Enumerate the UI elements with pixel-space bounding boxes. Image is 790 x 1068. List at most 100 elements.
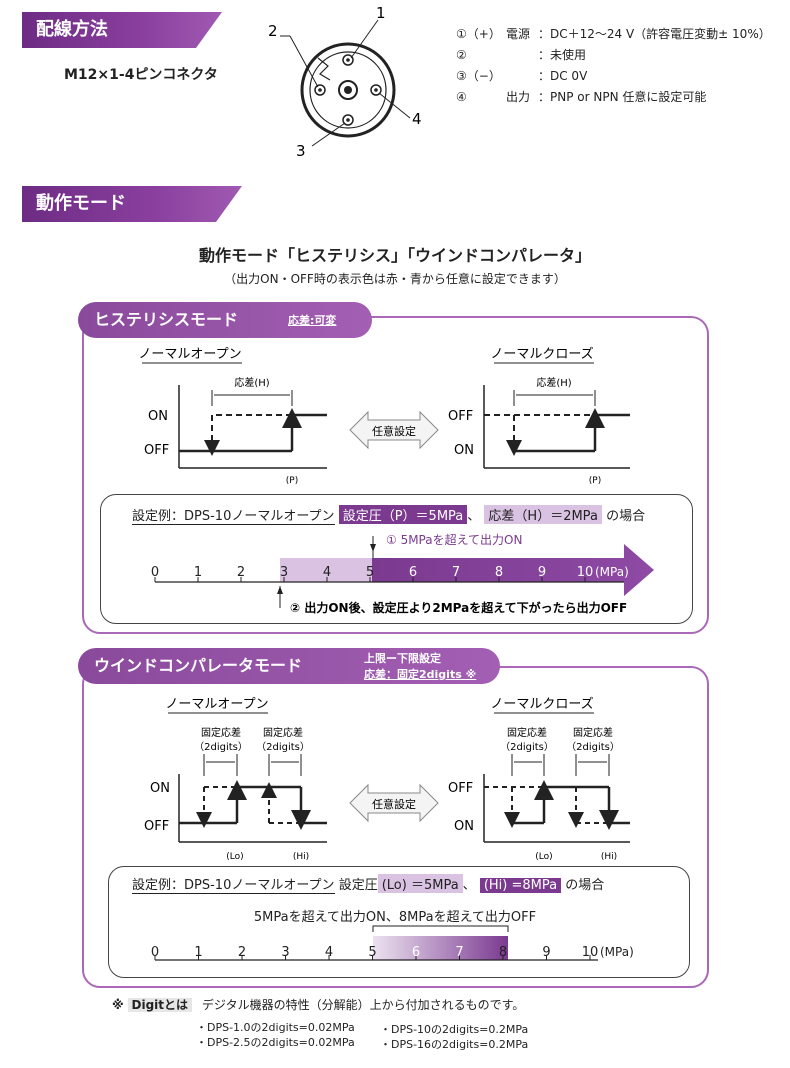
hysteresis-diagrams: ノーマルオープン ON OFF 応差(H) (P) 任意設定 ノーマルクローズ … [138,346,630,486]
pin-1-hole [342,54,354,66]
scale-label: 9 [538,565,546,580]
win-example-prefix: 設定例：DPS-10ノーマルオープン [132,878,335,894]
scale-label: 3 [280,565,288,580]
win-nc-lo: (Lo) [535,852,552,862]
footnote-mark: ※ [112,998,124,1012]
win-no-fixed-2-unit: （2digits） [256,741,310,753]
scale-label: 6 [412,945,420,960]
hysteresis-example-box [100,494,693,624]
pin-label-3: 3 [296,142,306,160]
pin-num: ①（+） [456,27,501,41]
win-nc-fixed-2: 固定応差 [573,726,613,739]
scale-label: 2 [238,945,246,960]
hys-select-arrow [349,410,439,450]
win-nc-off: OFF [448,781,473,796]
scale-label: 7 [452,565,460,580]
hys-nc-p-label: (P) [589,476,601,486]
footnote: ※ Digitとは デジタル機器の特性（分解能）上から付加されるものです。 [112,996,524,1013]
hys-example-prefix: 設定例：DPS-10ノーマルオープン [132,509,335,525]
footnote-term: Digitとは [127,998,193,1012]
mode-title: 動作モード「ヒステリシス」「ウインドコンパレータ」 [198,246,591,265]
window-diagrams: ノーマルオープン 固定応差 （2digits） 固定応差 （2digits） O… [144,696,630,862]
footnote-item: ・DPS-16の2digits=0.2MPa [380,1038,529,1051]
scale-label: 10 [577,565,594,580]
hys-example-p: 設定圧（P）＝5MPa [338,505,468,524]
win-no-title: ノーマルオープン [165,697,268,712]
scale-label: 1 [194,565,202,580]
scale-unit: (MPa) [595,565,629,579]
hys-no-off: OFF [144,443,169,458]
hysteresis-note: 応差:可変 [288,314,337,327]
pin-2-hole [314,84,326,96]
hysteresis-panel [82,316,709,634]
scale-label: 0 [151,945,159,960]
scale-label: 1 [194,945,202,960]
hys-band-arrow [372,544,654,596]
win-select-arrow [349,783,439,823]
win-nc-fixed-1: 固定応差 [507,726,547,739]
scale-label: 2 [237,565,245,580]
win-example-hi: (Hi) =8MPa [479,878,562,893]
pin-num: ④ [456,90,467,104]
pin-num: ③（−） [456,69,501,83]
scale-label: 4 [323,565,331,580]
scale-label: 0 [151,565,159,580]
scale-label: 9 [542,945,550,960]
hysteresis-example: 設定例：DPS-10ノーマルオープン 設定圧（P）＝5MPa、 応差（H）＝2M… [132,505,645,525]
pin-spec-row: ②：未使用 [456,45,771,66]
win-no-on: ON [150,781,170,796]
hys-select-label: 任意設定 [372,424,416,438]
footnote-item: ・DPS-10の2digits=0.2MPa [380,1023,529,1036]
win-select-label: 任意設定 [372,797,416,811]
scale-unit: (MPa) [600,945,634,959]
window-annotation: 5MPaを超えて出力ON、8MPaを超えて出力OFF [253,910,537,925]
window-example: 設定例：DPS-10ノーマルオープン 設定圧(Lo) ＝5MPa、 (Hi) =… [132,874,604,894]
win-no-hi: (Hi) [293,852,309,862]
footnote-item: ・DPS-1.0の2digits=0.02MPa [196,1021,355,1034]
window-note-1: 上限ー下限設定 [364,652,441,665]
connector-diagram: 1 2 4 3 [268,4,422,160]
hys-example-sep: 、 [467,509,481,524]
pin-spec-list: ①（+）電源：DC＋12～24 V（許容電圧変動± 10%） ②：未使用 ③（−… [456,24,771,108]
mode-header: 動作モード [22,186,242,222]
win-example-mid: 設定圧 [338,878,378,893]
pin-label-1: 1 [376,4,386,22]
footnote-item: ・DPS-2.5の2digits=0.02MPa [196,1036,355,1049]
win-example-sep: 、 [462,878,476,893]
win-nc-title: ノーマルクローズ [490,696,593,712]
win-no-off: OFF [144,819,169,834]
hys-nc-diff-label: 応差(H) [536,376,571,389]
win-nc-fixed-1-unit: （2digits） [500,741,554,753]
scale-label: 10 [582,945,599,960]
connector-label: M12×1-4ピンコネクタ [64,67,218,83]
win-nc-fixed-2-unit: （2digits） [566,741,620,753]
pin-desc: ：DC 0V [538,69,588,83]
footnote-desc: デジタル機器の特性（分解能）上から付加されるものです。 [201,998,525,1012]
win-no-fixed-2: 固定応差 [263,726,303,739]
hysteresis-title: ヒステリシスモード [78,302,372,338]
scale-label: 5 [366,565,374,580]
window-scale: 0 1 2 3 4 5 6 7 8 9 10(MPa) [151,925,634,961]
pin-label-2: 2 [268,22,278,40]
hys-annotation-off: ② 出力ON後、設定圧より2MPaを超えて下がったら出力OFF [290,600,627,615]
hys-no-diff-label: 応差(H) [234,376,269,389]
scale-label: 3 [281,945,289,960]
scale-label: 7 [455,945,463,960]
pin-num: ② [456,48,467,62]
pin-3-hole [342,114,354,126]
center-key [338,80,358,100]
scale-label: 5 [368,945,376,960]
win-no-fixed-1: 固定応差 [201,726,241,739]
hys-no-title: ノーマルオープン [138,347,241,362]
hys-annotation-on: ① 5MPaを超えて出力ON [386,532,522,547]
win-no-fixed-1-unit: （2digits） [194,741,248,753]
hys-nc-on: ON [454,443,474,458]
pin-name: 電源 [506,27,531,41]
scale-label: 4 [325,945,333,960]
hys-band-light [280,558,372,582]
connector-inner-ring [309,51,387,129]
window-example-box [108,866,690,978]
scale-label: 8 [499,945,507,960]
